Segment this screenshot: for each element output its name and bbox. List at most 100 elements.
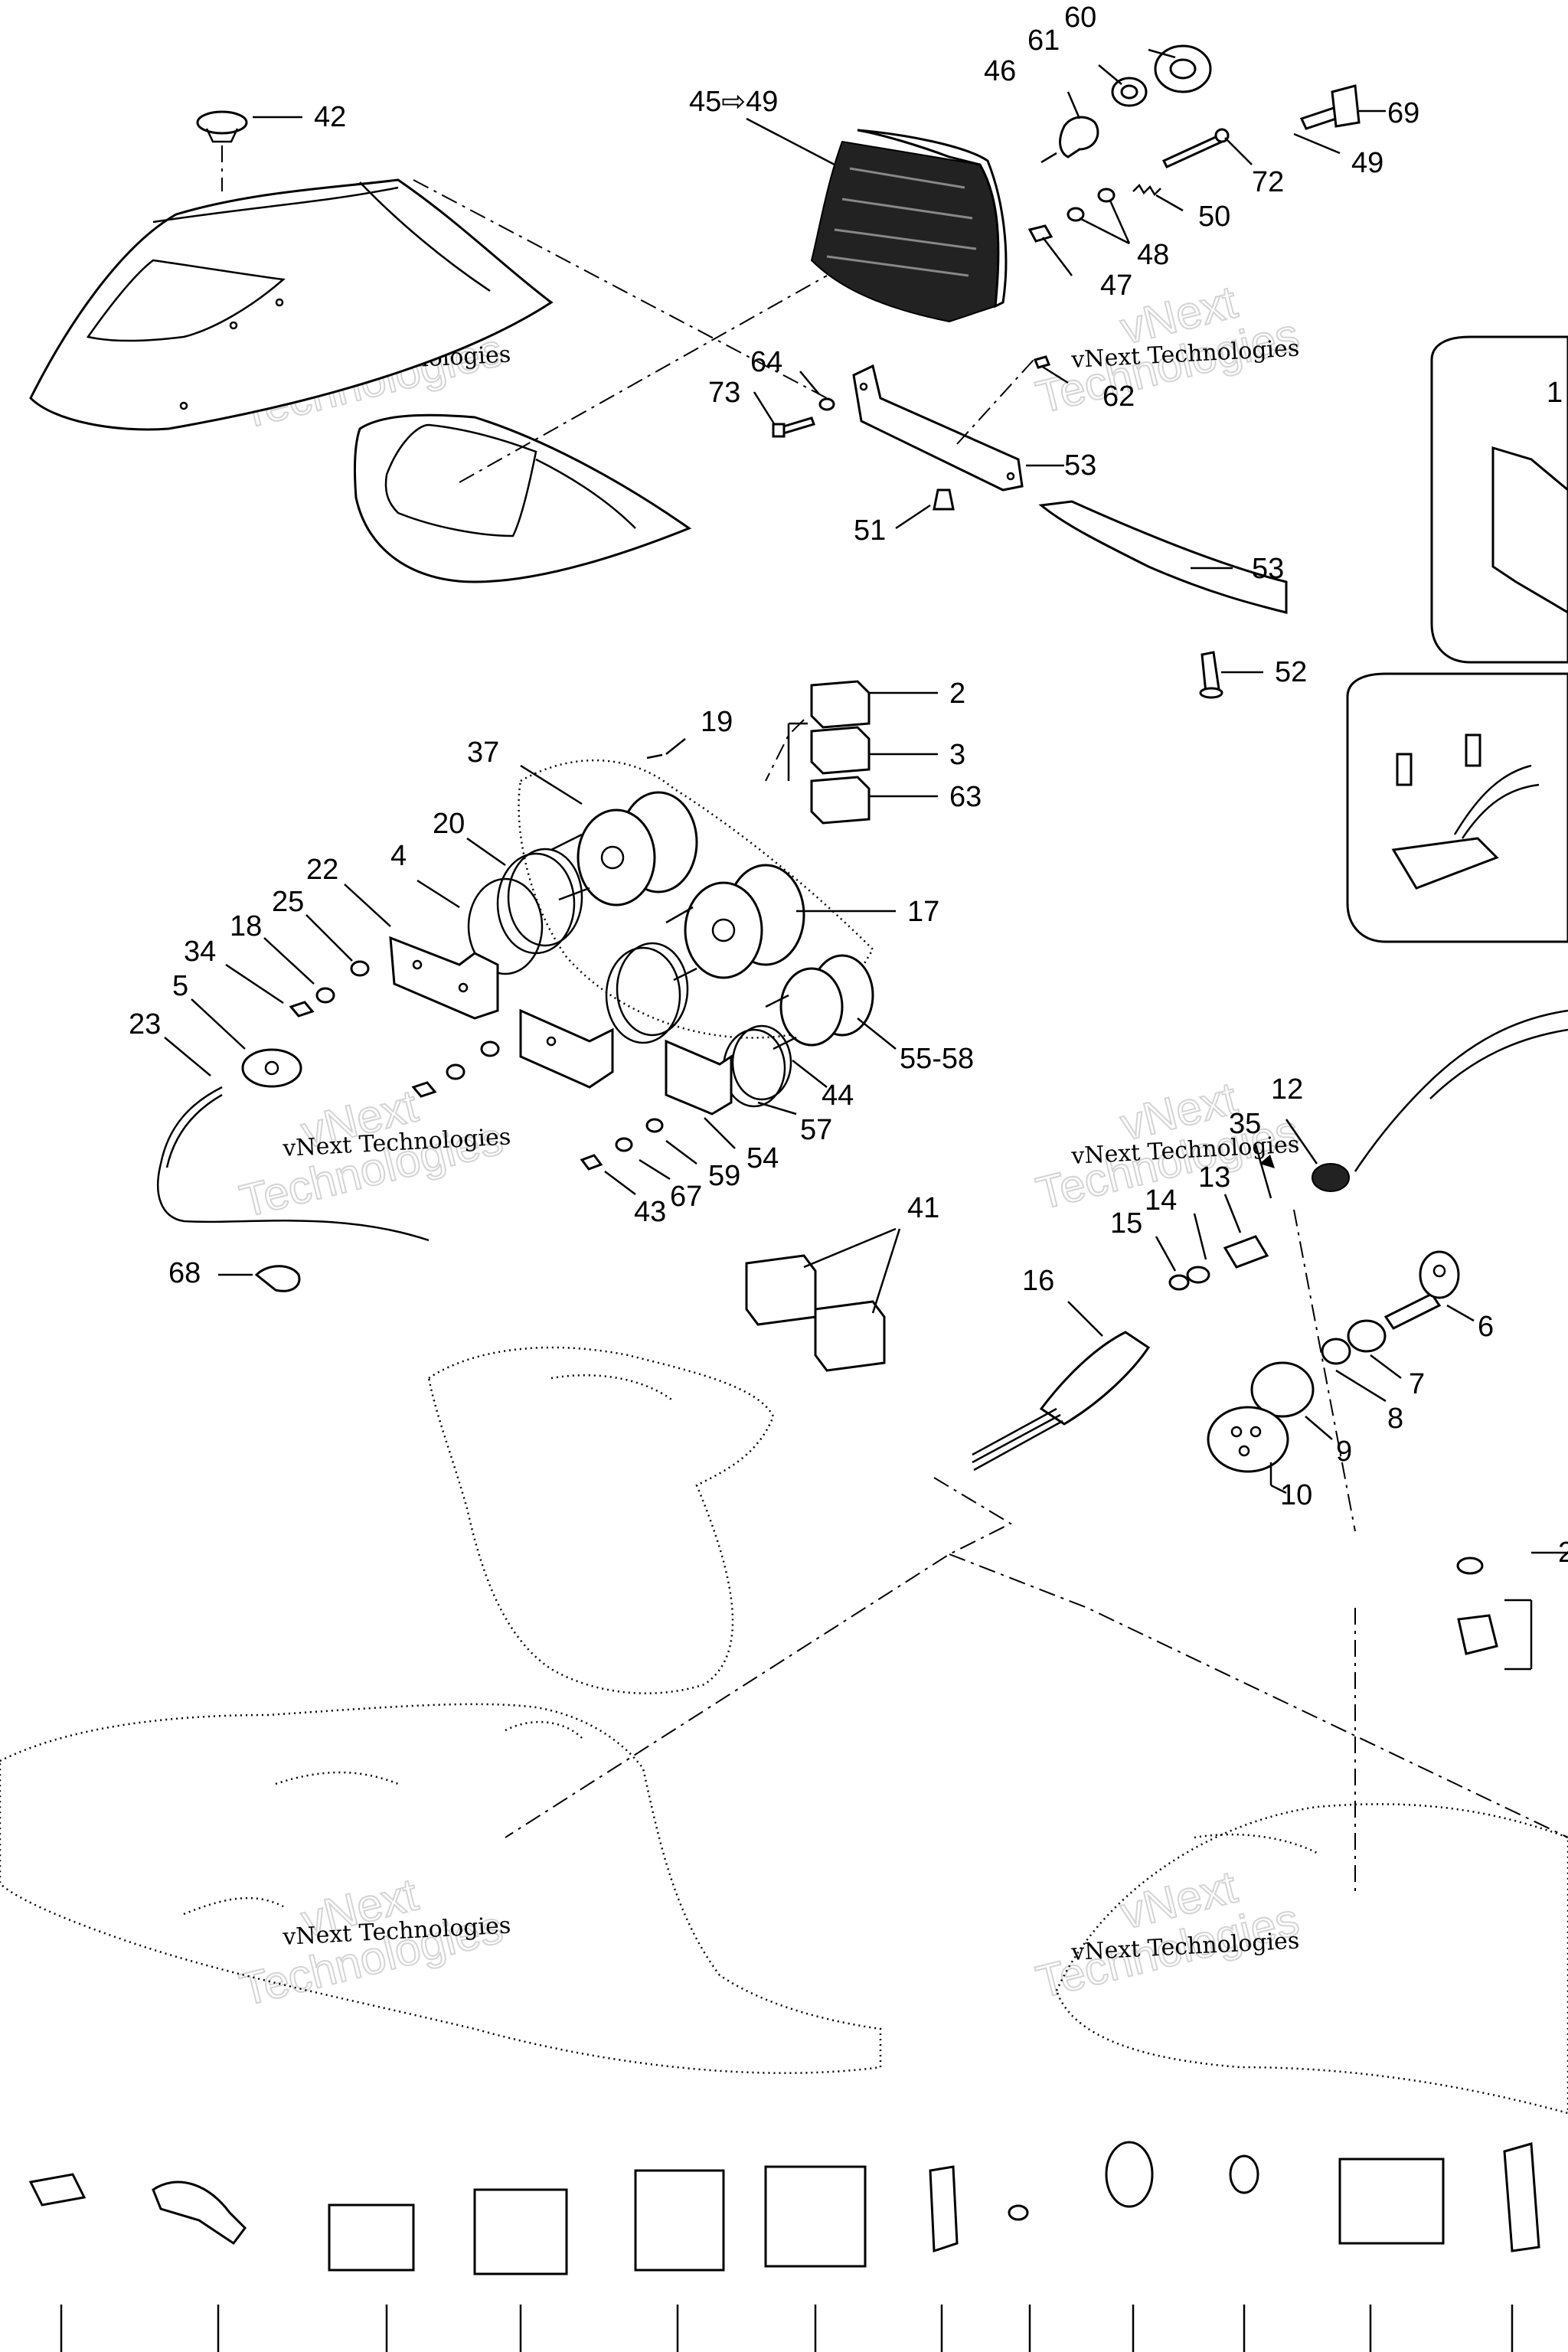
callout-42: 42 [314,101,346,133]
callout-6: 6 [1478,1311,1494,1343]
callout-44: 44 [822,1080,854,1112]
callout-55-58: 55-58 [900,1043,974,1075]
inset-panel-mid-right [1346,672,1568,943]
part-23-wire [157,1086,430,1242]
part-62-nut [1033,355,1051,369]
part-73-bolt [772,416,815,438]
callout-49: 49 [1351,147,1383,179]
callout-3: 3 [949,739,965,771]
part-20-ring [496,848,583,955]
callout-51: 51 [854,514,886,547]
callout-59: 59 [708,1160,740,1192]
callout-20: 20 [433,808,465,840]
hull-rear-outline [1055,1803,1568,2115]
part-37-gauge [550,791,698,906]
seat-frame-outline [427,1346,775,1694]
pointer-marks [1259,1155,1275,1168]
callout-1: 1 [1547,377,1563,409]
callout-15: 15 [1110,1207,1142,1240]
callout-64: 64 [750,346,782,378]
callout-41: 41 [907,1192,939,1224]
part-4-ring [467,877,544,975]
part-48-washers [1067,188,1116,222]
callout-5: 5 [172,970,188,1002]
callout-13: 13 [1198,1161,1230,1194]
watermark-bottom-right: vNext Technologies vNext Technologies [1031,1860,1305,2008]
callout-9: 9 [1336,1436,1352,1468]
part-2-right-fuse [1456,1557,1498,1655]
part-2-switch [810,680,871,729]
part-45-49-taillight [810,129,1008,323]
callout-37: 37 [467,737,499,769]
part-61-gasket [1111,77,1148,107]
inset-panel-top-right [1430,335,1568,664]
part-50-spring [1132,183,1161,197]
callout-48: 48 [1137,239,1169,271]
part-52-rivet [1199,651,1223,699]
callout-45-49: 45⇨49 [689,86,778,118]
part-13-14-15-caps [1168,1235,1269,1291]
part-19-screw [646,753,663,760]
callout-19: 19 [701,706,733,738]
hull-frame-outline [0,1703,882,2074]
part-47-nut [1027,224,1054,243]
callout-50: 50 [1198,201,1230,233]
watermark-mid-left: vNext Technologies vNext Technologies [234,1079,511,1227]
part-53-strip [1038,500,1288,614]
callout-69: 69 [1387,97,1419,129]
part-68-clip [254,1265,301,1292]
callout-72: 72 [1252,166,1284,198]
part-72-screw [1161,128,1230,168]
callout-47: 47 [1100,270,1132,302]
callout-63: 63 [949,781,982,813]
callout-73: 73 [708,377,740,409]
part-54-bracket [519,1008,614,1089]
part-3-switch [810,726,871,775]
part-69-screw [1299,84,1361,130]
callout-68: 68 [168,1257,201,1289]
callout-14: 14 [1145,1184,1177,1217]
part-59-bracket [665,1039,733,1116]
part-44-ring [605,942,689,1044]
callout-23: 23 [129,1008,161,1040]
part-63-switch [810,776,871,825]
callout-52: 52 [1275,656,1307,688]
callout-60: 60 [1064,2,1096,34]
callout-34: 34 [184,936,216,968]
part-22-bracket [389,936,499,1020]
part-12-tether [1312,1009,1568,1192]
callout-53: 53 [1064,449,1096,482]
callout-leaders [164,48,1568,1671]
callout-46: 46 [984,55,1016,87]
part-53-bracket [852,364,1024,492]
watermark-top-right: vNext Technologies vNext Technologies [1031,275,1305,423]
part-42-plug [196,110,248,191]
part-17-gauge [665,864,805,982]
callout-2-right: 2 [1558,1537,1568,1569]
headlight-housing [353,413,692,583]
part-55-58-gauge [765,954,874,1050]
callout-54: 54 [746,1142,779,1174]
callout-25: 25 [272,886,304,918]
callout-35: 35 [1229,1108,1261,1140]
part-5-sensor [241,1048,302,1088]
callout-18: 18 [230,910,262,942]
callout-8: 8 [1387,1403,1403,1435]
part-nuts-washers [289,960,664,1171]
callout-67: 67 [670,1181,702,1213]
connector-row [28,2141,1540,2352]
callout-17: 17 [907,896,939,928]
instrument-cluster-outline [518,759,874,1039]
part-51-grommet [933,488,955,511]
part-46-bulb [1040,116,1099,164]
hood-windshield [29,178,554,431]
callout-62: 62 [1102,381,1135,413]
watermark-bottom-left: vNext Technologies vNext Technologies [234,1867,511,2016]
callout-57: 57 [800,1114,832,1146]
callout-10: 10 [1280,1479,1312,1511]
callout-16: 16 [1022,1265,1054,1297]
part-60-grommet [1154,44,1212,93]
callout-labels: 42 45⇨49 60 6 1 46 69 49 72 50 48 47 64 7… [129,2,1568,1569]
callout-43: 43 [634,1196,666,1228]
